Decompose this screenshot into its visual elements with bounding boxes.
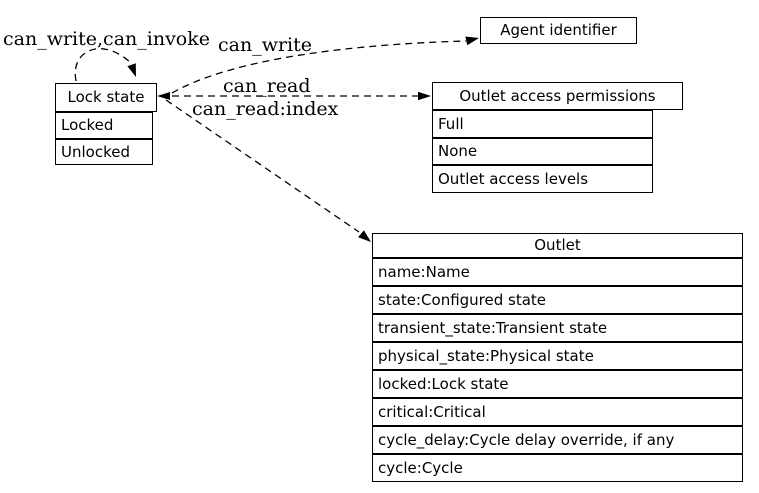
outlet-access-permissions-row-none: None — [432, 138, 653, 165]
outlet-row-locked: locked:Lock state — [372, 370, 743, 398]
outlet-row-transient-state: transient_state:Transient state — [372, 314, 743, 342]
lock-state-header: Lock state — [55, 83, 157, 112]
outlet-access-permissions-row-levels: Outlet access levels — [432, 165, 653, 193]
edge-can-read-index — [165, 99, 360, 233]
outlet-row-name: name:Name — [372, 258, 743, 286]
outlet-row-critical: critical:Critical — [372, 398, 743, 426]
outlet-row-physical-state: physical_state:Physical state — [372, 342, 743, 370]
edge-self-loop — [74, 48, 132, 82]
lock-state-row-locked: Locked — [55, 112, 153, 139]
arrowhead-into-outlet — [358, 230, 371, 242]
outlet-row-state: state:Configured state — [372, 286, 743, 314]
agent-identifier-header: Agent identifier — [480, 17, 637, 44]
arrowhead-into-agent-identifier — [465, 36, 479, 46]
edge-label-can-write: can_write — [218, 34, 313, 56]
outlet-row-cycle-delay: cycle_delay:Cycle delay override, if any — [372, 426, 743, 454]
lock-state-row-unlocked: Unlocked — [55, 139, 153, 165]
edge-label-can-read-index: can_read:index — [192, 98, 339, 120]
outlet-access-permissions-header: Outlet access permissions — [432, 82, 683, 110]
outlet-access-permissions-row-full: Full — [432, 110, 653, 138]
edge-can-write — [171, 40, 467, 94]
arrowhead-into-outlet-access-permissions — [418, 91, 431, 101]
outlet-row-cycle: cycle:Cycle — [372, 454, 743, 482]
arrowhead-self-loop-into-lock-state — [127, 63, 136, 77]
edge-label-can-read: can_read — [223, 75, 311, 97]
edge-label-self-loop: can_write,can_invoke — [3, 28, 210, 50]
arrowhead-into-lock-state — [157, 92, 170, 100]
outlet-header: Outlet — [372, 233, 743, 258]
